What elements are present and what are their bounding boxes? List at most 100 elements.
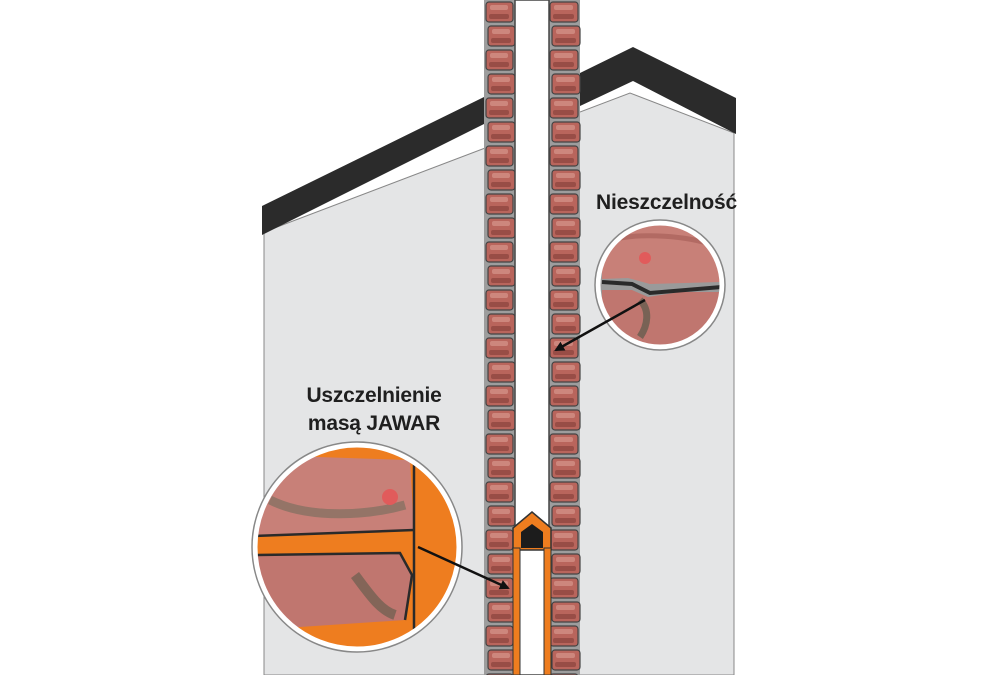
brick-shadow (489, 494, 509, 499)
brick-shadow (491, 230, 511, 235)
brick-shadow (491, 422, 511, 427)
flue-channel (514, 0, 550, 675)
brick-highlight (556, 29, 575, 34)
brick-shadow (489, 158, 509, 163)
leak-zoom-icon (594, 219, 726, 351)
brick-shadow (491, 278, 511, 283)
brick-shadow (553, 254, 574, 259)
brick-shadow (491, 86, 511, 91)
brick-shadow (489, 62, 509, 67)
brick-highlight (554, 149, 573, 154)
brick-highlight (554, 437, 573, 442)
brick-highlight (492, 461, 510, 466)
brick-highlight (554, 485, 573, 490)
brick-shadow (491, 566, 511, 571)
brick-shadow (489, 590, 509, 595)
seal-label-line2: masą JAWAR (307, 412, 441, 436)
brick-shadow (555, 662, 576, 667)
brick-shadow (491, 326, 511, 331)
brick-shadow (491, 38, 511, 43)
brick-shadow (555, 374, 576, 379)
brick-shadow (553, 206, 574, 211)
seal-zoom-icon (251, 441, 463, 653)
brick-highlight (490, 389, 508, 394)
liner-cap-opening (521, 524, 543, 548)
brick-highlight (490, 629, 508, 634)
liner-right-wall (543, 547, 552, 675)
brick-highlight (490, 149, 508, 154)
brick-highlight (556, 605, 575, 610)
brick-highlight (492, 77, 510, 82)
brick-highlight (554, 581, 573, 586)
brick-shadow (553, 350, 574, 355)
brick-shadow (555, 86, 576, 91)
brick-highlight (556, 365, 575, 370)
brick-highlight (554, 293, 573, 298)
seal-arrow-icon (417, 545, 510, 590)
seal-label: Uszczelnienie masą JAWAR (298, 382, 450, 439)
brick-highlight (554, 5, 573, 10)
brick-shadow (555, 230, 576, 235)
brick-highlight (556, 653, 575, 658)
brick-shadow (489, 398, 509, 403)
brick-highlight (556, 221, 575, 226)
brick-highlight (556, 509, 575, 514)
brick-shadow (491, 662, 511, 667)
brick-highlight (490, 533, 508, 538)
brick-shadow (491, 614, 511, 619)
brick-shadow (555, 422, 576, 427)
brick-shadow (555, 134, 576, 139)
leak-label: Nieszczelność (596, 191, 737, 214)
roof-right (580, 47, 736, 134)
brick-highlight (492, 413, 510, 418)
brick-highlight (492, 509, 510, 514)
brick-highlight (554, 629, 573, 634)
brick-highlight (492, 365, 510, 370)
brick-shadow (555, 518, 576, 523)
brick-shadow (491, 182, 511, 187)
liner-left-wall (512, 547, 521, 675)
brick-highlight (492, 29, 510, 34)
bricks-left (485, 1, 516, 675)
brick-highlight (490, 245, 508, 250)
brick-highlight (490, 53, 508, 58)
chimney (484, 0, 581, 675)
brick-shadow (553, 494, 574, 499)
brick-shadow (555, 326, 576, 331)
brick-shadow (553, 302, 574, 307)
brick-shadow (555, 614, 576, 619)
brick-highlight (554, 101, 573, 106)
brick-highlight (490, 101, 508, 106)
brick-shadow (553, 446, 574, 451)
brick-shadow (553, 638, 574, 643)
brick-shadow (553, 14, 574, 19)
brick-highlight (554, 389, 573, 394)
brick-highlight (490, 341, 508, 346)
brick-highlight (492, 605, 510, 610)
brick-shadow (489, 638, 509, 643)
brick-shadow (491, 134, 511, 139)
brick-shadow (489, 206, 509, 211)
brick-shadow (489, 14, 509, 19)
brick-highlight (556, 125, 575, 130)
brick-shadow (555, 470, 576, 475)
brick-highlight (556, 317, 575, 322)
brick-highlight (554, 245, 573, 250)
brick-shadow (555, 278, 576, 283)
brick-shadow (489, 302, 509, 307)
brick-highlight (554, 53, 573, 58)
brick-shadow (553, 398, 574, 403)
brick-highlight (554, 533, 573, 538)
brick-shadow (553, 110, 574, 115)
brick-highlight (492, 653, 510, 658)
brick-highlight (492, 125, 510, 130)
brick-highlight (492, 317, 510, 322)
sealant-liner (512, 511, 552, 675)
brick-shadow (489, 446, 509, 451)
brick-shadow (489, 254, 509, 259)
brick-shadow (489, 542, 509, 547)
seal-label-line1: Uszczelnienie (306, 384, 442, 407)
brick-shadow (491, 374, 511, 379)
